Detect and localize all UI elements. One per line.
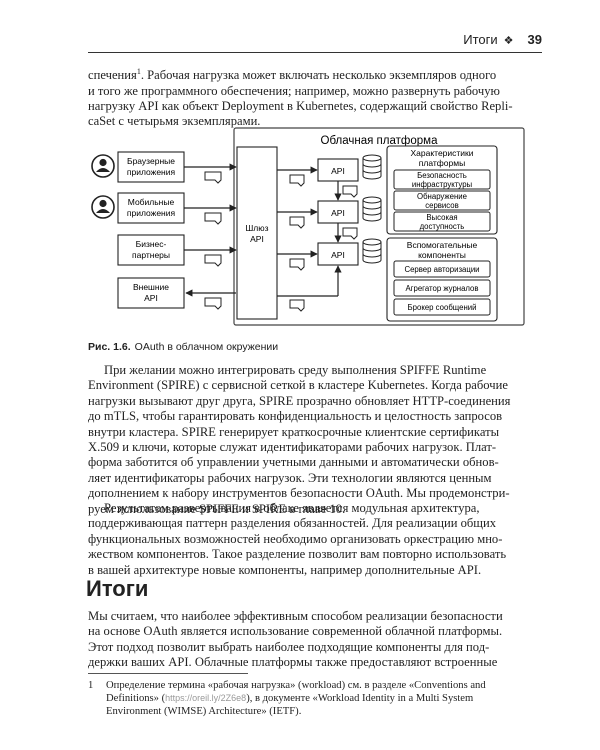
paragraph-architecture: Результатом развертывания в облаке являе…	[88, 501, 540, 578]
token-icon	[289, 174, 358, 312]
api-box: API	[317, 200, 359, 224]
client-external-apis: Внешние API	[117, 277, 185, 309]
text-line: в вашей архитектуре новые компоненты, на…	[88, 562, 482, 577]
svg-text:API: API	[331, 166, 345, 176]
text-line: держки ваших API. Облачные платформы так…	[88, 655, 498, 670]
text-line: При желании можно интегрировать среду вы…	[104, 363, 487, 377]
svg-text:приложения: приложения	[127, 208, 176, 218]
svg-text:API: API	[331, 208, 345, 218]
svg-text:API: API	[250, 234, 264, 244]
paragraph-summary: Мы считаем, что наиболее эффективным спо…	[88, 609, 540, 671]
text-line: на основе OAuth является использование с…	[88, 624, 503, 639]
text-line: внутри кластера. SPIRE генерирует кратко…	[88, 424, 500, 439]
client-mobile-apps: Мобильные приложения	[117, 192, 185, 224]
svg-text:Внешние: Внешние	[133, 282, 169, 292]
svg-text:доступность: доступность	[420, 222, 465, 231]
svg-text:Бизнес-: Бизнес-	[136, 239, 167, 249]
intro-paragraph: спечения1. Рабочая нагрузка может включа…	[88, 64, 540, 130]
svg-text:партнеры: партнеры	[132, 250, 170, 260]
text-line: и того же программного обеспечения; напр…	[88, 83, 500, 98]
text-line: спечения1. Рабочая нагрузка может включа…	[88, 67, 497, 83]
svg-text:сервисов: сервисов	[425, 201, 459, 210]
platform-characteristics-panel: Характеристики платформы Безопасность ин…	[386, 145, 498, 235]
text-line: нагрузку API как объект Deployment в Kub…	[88, 99, 513, 113]
figure-caption: Рис. 1.6.OAuth в облачном окружении	[88, 341, 278, 353]
svg-text:Мобильные: Мобильные	[128, 197, 175, 207]
svg-text:Шлюз: Шлюз	[245, 223, 268, 233]
database-icon	[362, 238, 382, 264]
section-heading: Итоги	[86, 576, 149, 601]
svg-text:компоненты: компоненты	[418, 250, 466, 260]
token-icon	[204, 171, 222, 310]
footnote-ref[interactable]: 1	[136, 67, 141, 76]
text-line: ляет идентификаторы рабочих нагрузок. Эт…	[88, 470, 492, 485]
text-line: до mTLS, чтобы гарантировать конфиденциа…	[88, 409, 503, 424]
ornament-icon: ❖	[503, 35, 514, 47]
text-line: руем использование SPIFFE и SPIRE в глав…	[88, 501, 346, 516]
api-box: API	[317, 158, 359, 182]
text-line: жеством компонентов. Такое разделение по…	[88, 547, 507, 562]
user-icon	[91, 154, 115, 178]
svg-text:приложения: приложения	[127, 167, 176, 177]
svg-text:платформы: платформы	[419, 158, 465, 168]
cloud-title: Облачная платформа	[321, 135, 439, 147]
text-line: функциональных возможностей необходимо о…	[88, 531, 503, 546]
user-icon	[91, 195, 115, 219]
svg-text:Обнаружение: Обнаружение	[417, 192, 467, 201]
header-section: Итоги	[463, 32, 498, 47]
api-box: API	[317, 242, 359, 266]
text-line: Этот подход позволит выбрать наиболее по…	[88, 639, 490, 654]
svg-text:Сервер авторизации: Сервер авторизации	[404, 265, 479, 274]
footnote-line: Определение термина «рабочая нагрузка» (…	[106, 680, 486, 691]
svg-text:API: API	[144, 293, 158, 303]
caption-label: Рис. 1.6.	[88, 341, 131, 353]
text-line: Результатом развертывания в облаке являе…	[104, 501, 480, 515]
svg-text:инфраструктуры: инфраструктуры	[412, 180, 473, 189]
svg-text:Характеристики: Характеристики	[410, 148, 473, 158]
running-header: Итоги ❖ 39	[88, 30, 542, 53]
cloud-boundary	[233, 127, 525, 326]
svg-text:Браузерные: Браузерные	[127, 156, 175, 166]
svg-text:Вспомогательные: Вспомогательные	[407, 240, 478, 250]
api-gateway: Шлюз API	[236, 146, 278, 320]
svg-text:Безопасность: Безопасность	[417, 171, 467, 180]
footnote-number: 1	[88, 680, 94, 691]
paragraph-spire: При желании можно интегрировать среду вы…	[88, 363, 540, 517]
footnote-body: Определение термина «рабочая нагрузка» (…	[106, 679, 538, 718]
header-text: Итоги ❖ 39	[463, 32, 542, 47]
client-browser-apps: Браузерные приложения	[117, 151, 185, 183]
svg-text:Агрегатор журналов: Агрегатор журналов	[405, 284, 478, 293]
client-business-partners: Бизнес- партнеры	[117, 234, 185, 266]
svg-text:API: API	[331, 250, 345, 260]
page-number: 39	[527, 32, 542, 47]
footnote-line: Environment (WIMSE) Architecture» (IETF)…	[106, 706, 302, 717]
text-line: Мы считаем, что наиболее эффективным спо…	[88, 609, 503, 623]
text-line: форма заботится об управлении учетными д…	[88, 455, 499, 470]
caption-text: OAuth в облачном окружении	[134, 341, 279, 353]
auxiliary-components-panel: Вспомогательные компоненты Сервер автори…	[386, 237, 498, 322]
text-line: caSet с четырьмя экземплярами.	[88, 114, 261, 129]
text-line: поддерживающая паттерн разделения обязан…	[88, 516, 497, 531]
oauth-cloud-diagram: Облачная платформа Браузерные приложения…	[91, 127, 525, 326]
text-line: Environment (SPIRE) с сервисной сеткой в…	[88, 378, 508, 393]
footnote-divider	[88, 673, 248, 674]
svg-text:Брокер сообщений: Брокер сообщений	[408, 303, 477, 312]
svg-text:Высокая: Высокая	[426, 213, 457, 222]
footnote-link[interactable]: https://oreil.ly/2Z6e8	[165, 693, 247, 703]
footnote-line: Definitions» (https://oreil.ly/2Z6e8), в…	[106, 693, 474, 704]
database-icon	[362, 196, 382, 222]
text-line: дополнением к набору инструментов безопа…	[88, 486, 510, 501]
text-line: нагрузки вызывают друг друга, SPIRE проз…	[88, 393, 511, 408]
text-line: X.509 и ключи, которые служат идентифика…	[88, 440, 497, 455]
database-icon	[362, 154, 382, 180]
